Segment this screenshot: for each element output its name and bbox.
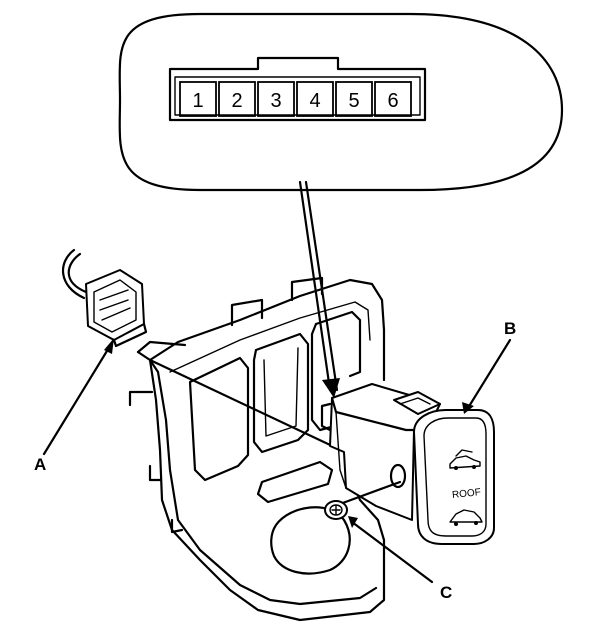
roof-label: ROOF — [452, 487, 482, 501]
console-panel — [128, 276, 386, 622]
pin-number-5: 5 — [348, 90, 359, 112]
leader-arrow-c — [348, 516, 434, 584]
callout-b: B — [504, 319, 516, 338]
switch-b: ROOF — [320, 383, 495, 545]
connector-pin-grid: 1 2 3 4 5 6 — [179, 81, 412, 117]
pin-number-4: 4 — [309, 90, 320, 112]
car-closed-roof-icon — [449, 509, 483, 526]
pin-cavity-6 — [374, 81, 412, 117]
pin-cavity-4 — [296, 81, 334, 117]
callout-a: A — [34, 455, 46, 474]
pin-number-6: 6 — [387, 90, 398, 112]
connector-detail-bubble — [118, 12, 564, 192]
pin-number-3: 3 — [270, 90, 281, 112]
screw-c — [324, 480, 402, 520]
leader-arrow-b — [462, 338, 512, 414]
pin-cavity-3 — [257, 81, 295, 117]
callout-c: C — [440, 583, 452, 602]
pin-cavity-5 — [335, 81, 373, 117]
pin-cavity-1 — [179, 81, 217, 117]
connector-a — [61, 248, 148, 348]
leader-arrow-a — [42, 338, 114, 456]
car-open-roof-icon — [449, 449, 481, 470]
pin-number-2: 2 — [231, 90, 242, 112]
pin-cavity-2 — [218, 81, 256, 117]
pin-number-1: 1 — [192, 90, 203, 112]
